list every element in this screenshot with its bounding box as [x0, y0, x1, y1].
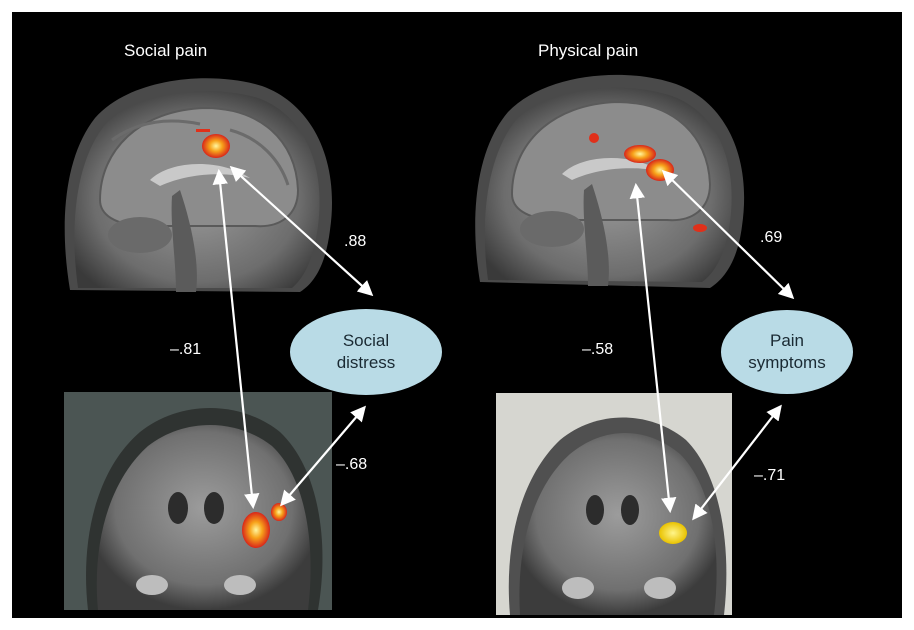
sagittal-brain-scan-physical	[469, 68, 744, 290]
oval-pain-line2: symptoms	[748, 353, 825, 372]
oval-pain-line1: Pain	[770, 331, 804, 350]
coef-physical-bottom: –.71	[754, 467, 785, 484]
coef-physical-vertical: –.58	[582, 341, 613, 358]
coef-physical-top: .69	[760, 229, 782, 246]
oval-social-distress	[290, 309, 442, 395]
coronal-brain-scan-social	[64, 392, 332, 610]
coef-social-vertical: –.81	[170, 341, 201, 358]
oval-social-line1: Social	[343, 331, 389, 350]
title-physical-pain: Physical pain	[538, 41, 638, 60]
coronal-brain-scan-physical	[496, 393, 732, 615]
activation-blob-physical-coronal	[659, 522, 687, 544]
oval-pain-symptoms	[721, 310, 853, 394]
coef-social-bottom: –.68	[336, 456, 367, 473]
oval-social-line2: distress	[337, 353, 396, 372]
coef-social-top: .88	[344, 233, 366, 250]
title-social-pain: Social pain	[124, 41, 207, 60]
sagittal-brain-scan-social	[57, 72, 333, 294]
